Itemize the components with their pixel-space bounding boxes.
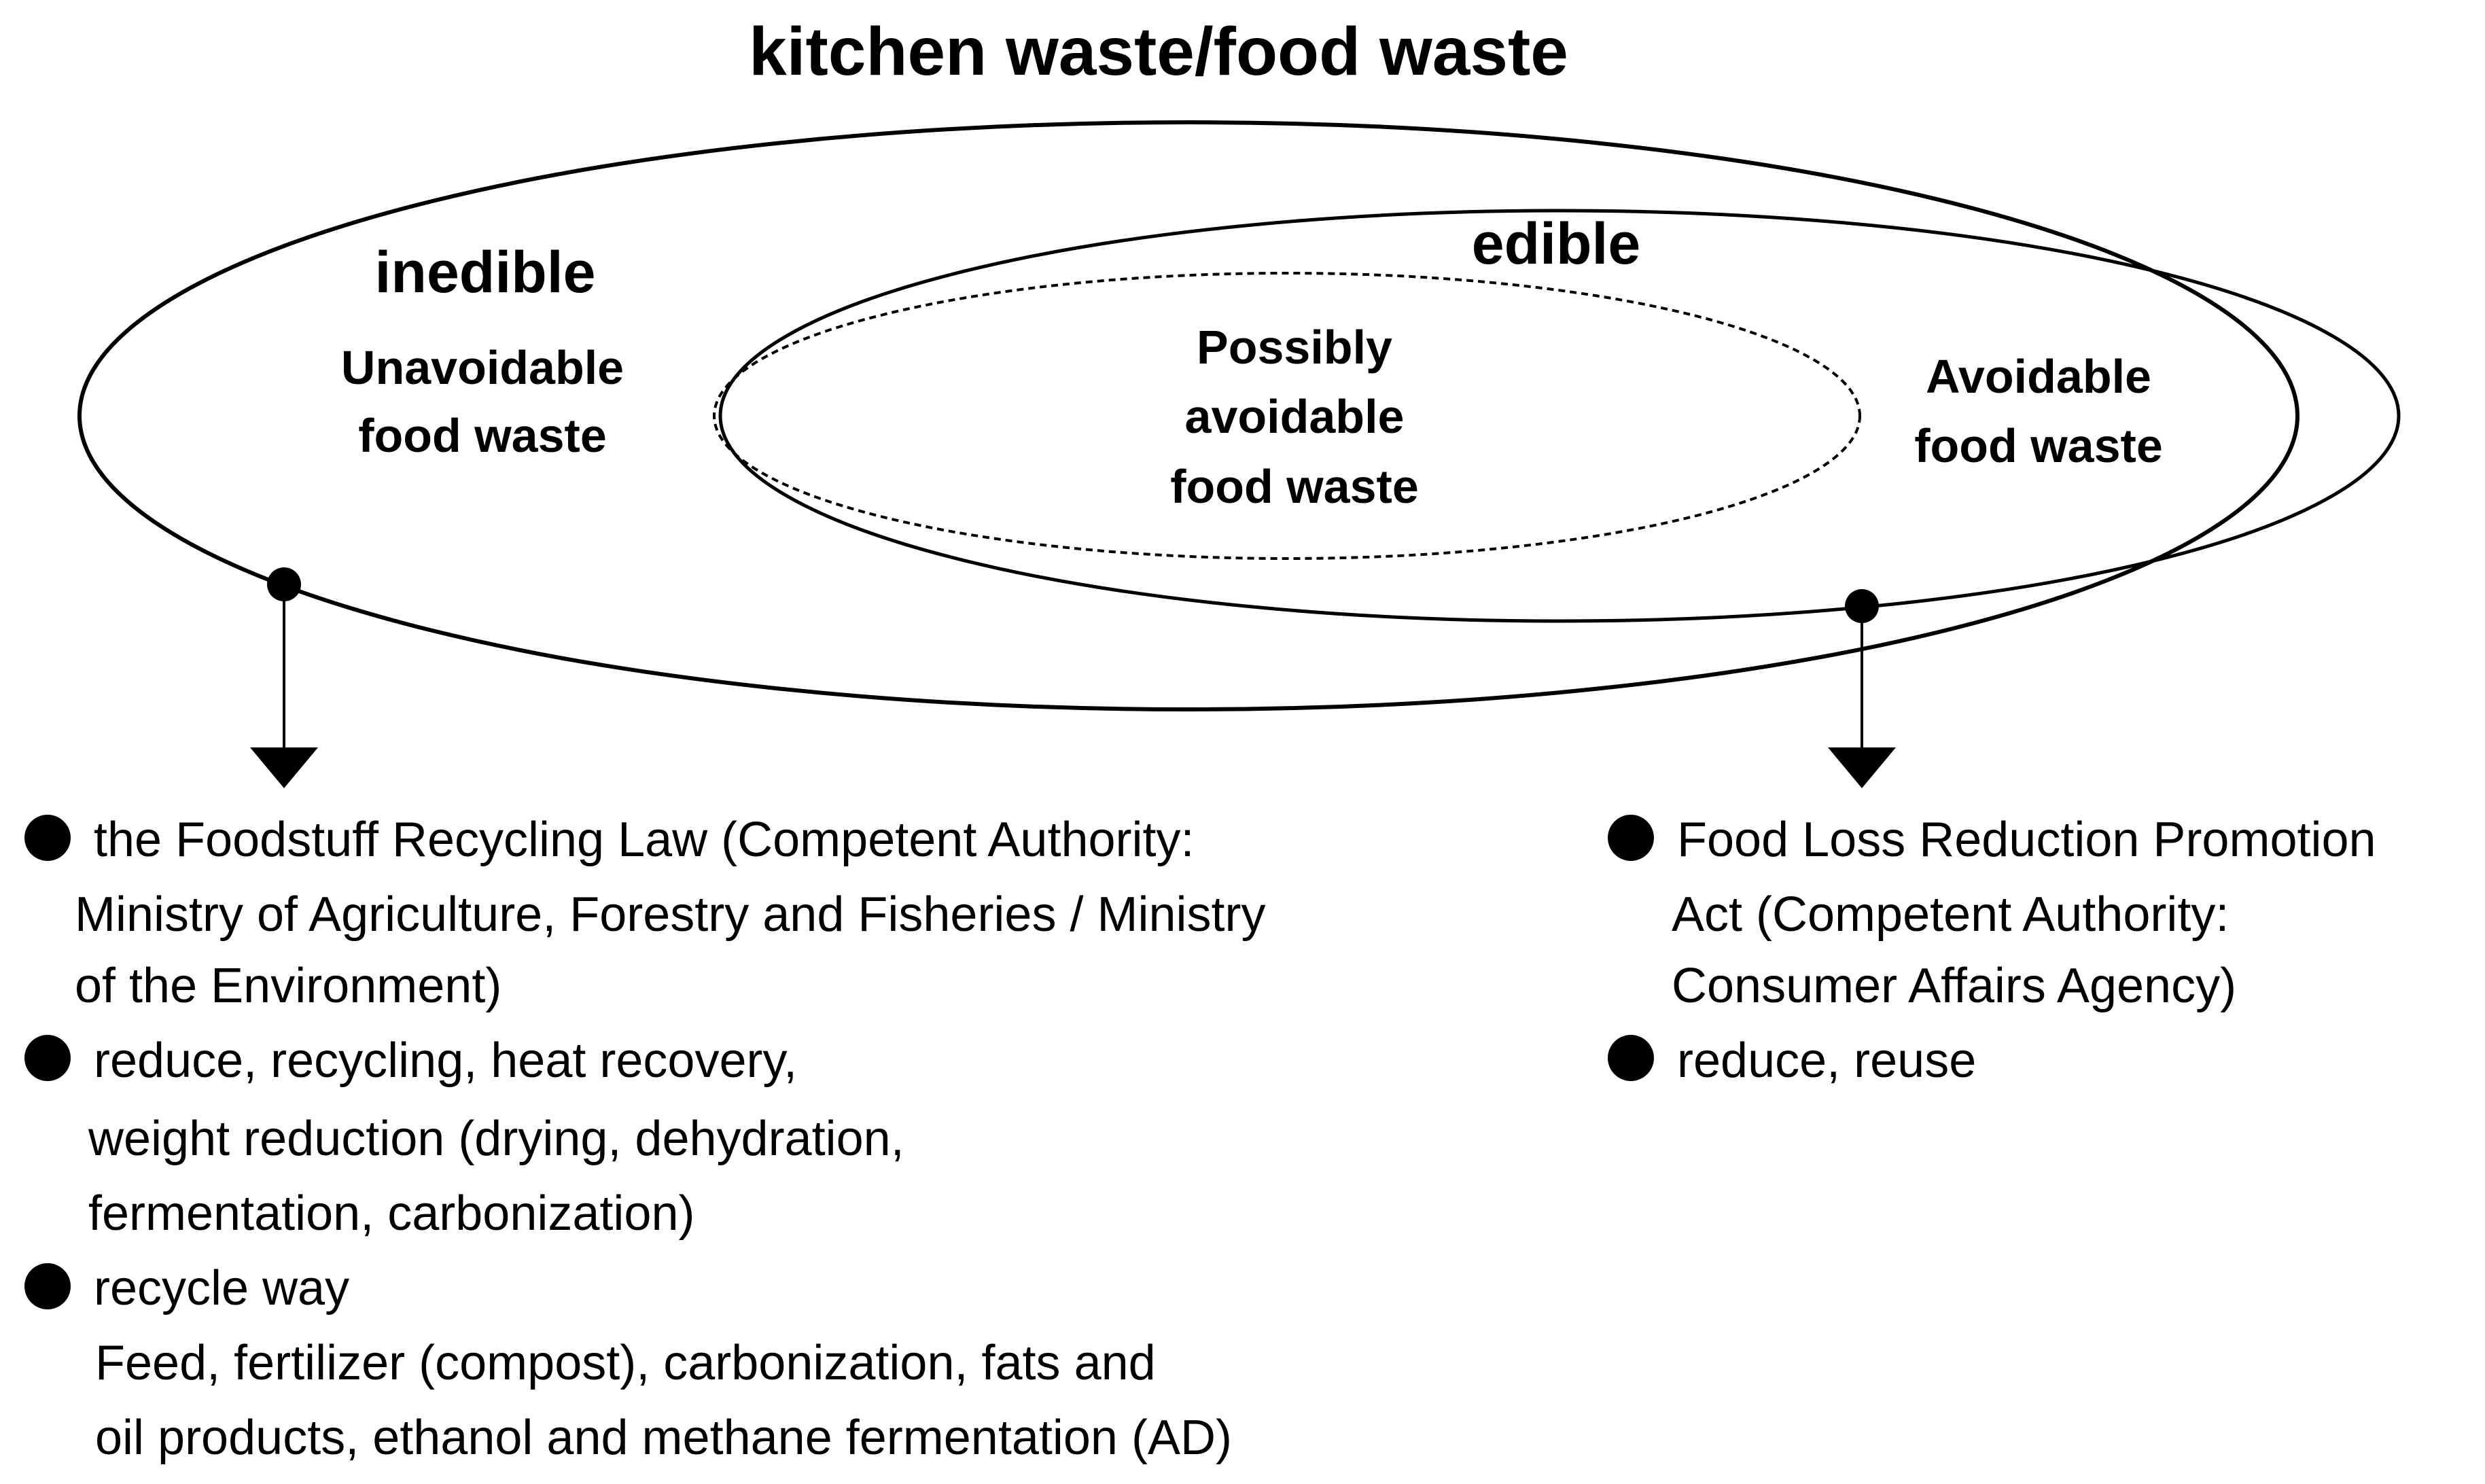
possibly-avoidable-ellipse [713,272,1861,560]
possibly-avoidable-line-3: food waste [1170,460,1419,513]
unavoidable-food-waste-line-1: Unavoidable [341,341,624,394]
edible-arrow-head-icon [1828,747,1896,788]
possibly-avoidable-line-2: avoidable [1185,390,1405,443]
left-note-1-line-1: the Foodstuff Recycling Law (Competent A… [94,813,1195,867]
black-circle-bullet-icon [24,1035,71,1081]
right-note-1-line-2: Act (Competent Authority: [1672,887,2229,942]
avoidable-food-waste-line-2: food waste [1914,419,2163,472]
left-note-3-line-1: recycle way [94,1261,349,1315]
black-circle-bullet-icon [24,1263,71,1309]
diagram-title: kitchen waste/food waste [749,14,1568,90]
left-note-3-line-3: oil products, ethanol and methane fermen… [95,1411,1232,1465]
avoidable-food-waste-line-1: Avoidable [1926,350,2151,403]
left-note-3-line-2: Feed, fertilizer (compost), carbonizatio… [95,1336,1156,1390]
left-note-1-line-3: of the Environment) [75,959,501,1013]
right-note-1-line-1: Food Loss Reduction Promotion [1677,813,2376,867]
inedible-arrow-head-icon [250,747,318,788]
black-circle-bullet-icon [1608,1035,1654,1081]
outer-ellipse [77,120,2299,711]
left-note-2-line-2: weight reduction (drying, dehydration, [88,1112,904,1166]
edible-ellipse [718,209,2401,623]
edible-label: edible [1472,211,1641,277]
right-note-1-line-3: Consumer Affairs Agency) [1672,959,2236,1013]
right-note-2-line-1: reduce, reuse [1677,1034,1976,1088]
possibly-avoidable-line-1: Possibly [1197,321,1392,374]
left-note-2-line-1: reduce, recycling, heat recovery, [94,1034,797,1088]
black-circle-bullet-icon [1608,815,1654,861]
left-note-1-line-2: Ministry of Agriculture, Forestry and Fi… [75,887,1265,942]
unavoidable-food-waste-line-2: food waste [358,409,607,462]
left-note-2-line-3: fermentation, carbonization) [88,1186,694,1241]
left-notes: the Foodstuff Recycling Law (Competent A… [24,813,1265,1465]
inedible-label: inedible [375,240,596,305]
black-circle-bullet-icon [24,815,71,861]
right-notes: Food Loss Reduction Promotion Act (Compe… [1608,813,2376,1088]
